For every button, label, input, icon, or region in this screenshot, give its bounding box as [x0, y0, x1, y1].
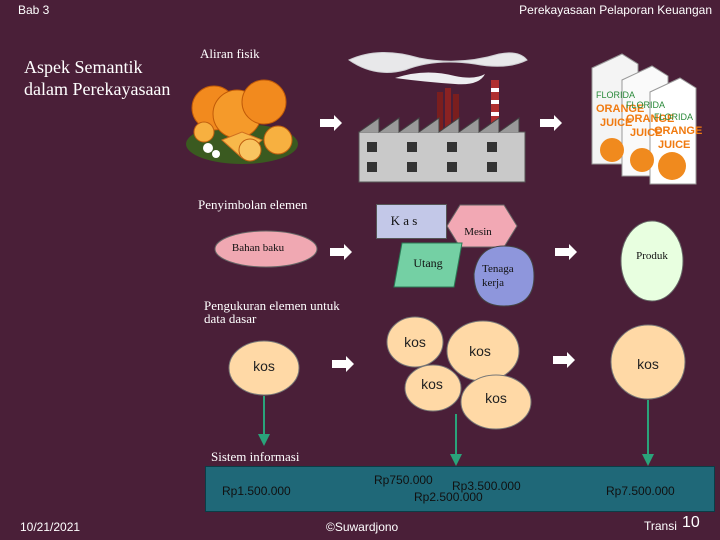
carton2-brand: FLORIDA: [626, 100, 665, 110]
value-right: Rp7.500.000: [606, 484, 675, 498]
produk-label: Produk: [636, 250, 668, 262]
footer-slide-label: Transi: [644, 519, 677, 533]
carton1-word2: JUICE: [600, 117, 632, 129]
measurement-label: Pengukuran elemen untuk data dasar: [204, 298, 340, 326]
value-left: Rp1.500.000: [222, 484, 291, 498]
kos-bottom-left-shape: [404, 364, 462, 412]
carton2-word2: JUICE: [630, 127, 662, 139]
flow-arrow-6: [553, 352, 575, 368]
symbolization-label: Penyimbolan elemen: [198, 197, 308, 212]
flow-arrow-5: [332, 356, 354, 372]
value-mid-b: Rp3.500.000: [452, 479, 521, 493]
kos-right-label: kos: [637, 356, 659, 372]
footer-slide-number: 10: [682, 514, 700, 531]
bahan-baku-shape: [214, 230, 318, 268]
down-arrow-middle: [450, 414, 462, 466]
kas-shape: [376, 204, 447, 239]
utang-shape: [393, 242, 463, 288]
flow-arrow-1: [320, 115, 342, 131]
kos-bottom-right-label: kos: [485, 390, 507, 406]
value-mid-a: Rp750.000: [374, 473, 433, 487]
course-title: Perekayasaan Pelaporan Keuangan: [519, 3, 712, 17]
kos-bottom-left-label: kos: [421, 376, 443, 392]
kos-top-left-label: kos: [404, 334, 426, 350]
flow-arrow-3: [330, 244, 352, 260]
kos-bottom-right-shape: [460, 374, 532, 430]
kos-left-label: kos: [253, 358, 275, 374]
kas-label: K a s: [390, 213, 418, 228]
kos-right-shape: [610, 324, 686, 400]
slide-title: Aspek Semantik dalam Perekayasaan: [24, 57, 171, 99]
tenaga-kerja-shape: [473, 245, 535, 307]
bahan-baku-label: Bahan baku: [231, 242, 285, 254]
information-system-label: Sistem informasi: [211, 449, 300, 464]
kos-top-right-label: kos: [469, 343, 491, 359]
down-arrow-right: [642, 400, 654, 466]
factory-image: [347, 51, 528, 183]
flow-arrow-4: [555, 244, 577, 260]
oranges-image: [186, 79, 298, 164]
carton2-word1: ORANGE: [626, 113, 674, 125]
carton1-brand: FLORIDA: [596, 90, 635, 100]
flow-arrow-2: [540, 115, 562, 131]
mesin-label: Mesin: [464, 226, 492, 238]
physical-flow-label: Aliran fisik: [200, 46, 260, 61]
kos-top-left-shape: [386, 316, 444, 368]
carton1-word1: ORANGE: [596, 103, 644, 115]
carton3-word1: ORANGE: [654, 125, 702, 137]
chapter-label: Bab 3: [18, 3, 50, 17]
produk-shape: [620, 220, 684, 302]
tenaga-kerja-label: Tenaga kerja: [482, 263, 514, 289]
footer-author: ©Suwardjono: [326, 520, 399, 534]
carton3-brand: FLORIDA: [654, 112, 693, 122]
kos-left-shape: [228, 340, 300, 396]
utang-label: Utang: [413, 256, 443, 270]
footer-date: 10/21/2021: [20, 520, 81, 534]
orange-juice-cartons-image: FLORIDA ORANGE JUICE FLORIDA ORANGE JUIC…: [591, 53, 702, 185]
value-mid-c: Rp2.500.000: [414, 490, 483, 504]
information-system-bar: [205, 466, 715, 512]
carton3-word2: JUICE: [658, 139, 690, 151]
down-arrow-left: [258, 396, 270, 446]
